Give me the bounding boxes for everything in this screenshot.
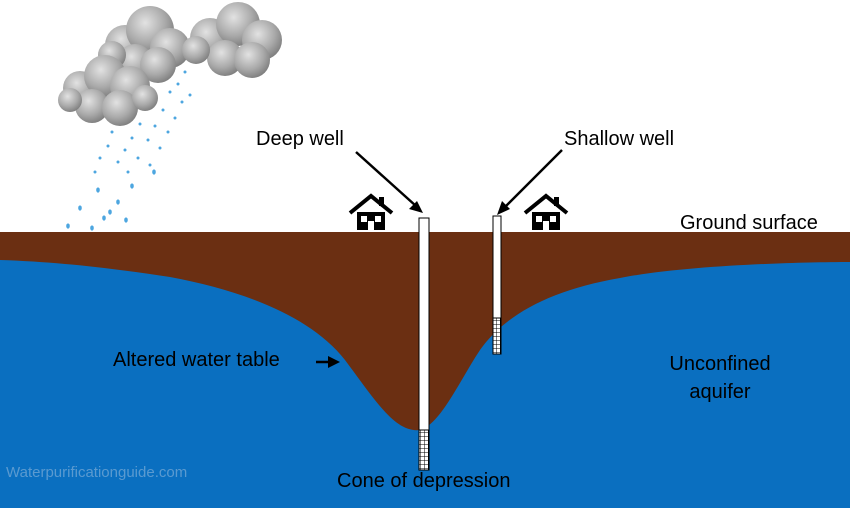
deep-well bbox=[418, 217, 430, 471]
shallow-well-label: Shallow well bbox=[564, 128, 675, 150]
cloud-icon bbox=[182, 2, 282, 78]
house-icon bbox=[523, 193, 569, 230]
deep-well-screen bbox=[418, 429, 430, 471]
altered-water-table-label: Altered water table bbox=[113, 349, 280, 371]
ground-surface-label: Ground surface bbox=[680, 212, 818, 234]
arrow-icon bbox=[316, 356, 340, 368]
unconfined-aquifer-label: Unconfined aquifer bbox=[669, 353, 771, 403]
arrow-icon bbox=[355, 151, 423, 213]
raindrop-icon bbox=[66, 70, 192, 231]
cloud-icon bbox=[58, 55, 158, 126]
shallow-well-screen bbox=[492, 317, 502, 355]
arrow-icon bbox=[497, 149, 563, 215]
house-icon bbox=[348, 193, 394, 230]
cone-of-depression-label: Cone of depression bbox=[337, 470, 511, 492]
shallow-well bbox=[492, 215, 502, 355]
deep-well-label: Deep well bbox=[256, 128, 344, 150]
watermark: Waterpurificationguide.com bbox=[6, 464, 188, 481]
